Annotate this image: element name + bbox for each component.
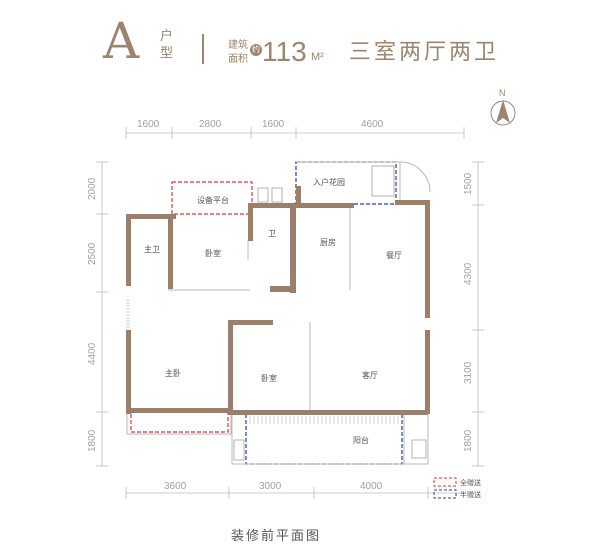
room-living: 客厅 <box>362 370 378 380</box>
room-balcony: 阳台 <box>353 435 369 445</box>
area-unit: M² <box>311 51 324 63</box>
caption: 装修前平面图 <box>231 529 322 544</box>
room-master-bath: 主卫 <box>144 244 160 254</box>
north-compass-icon <box>490 100 516 126</box>
legend-half-swatch <box>433 489 457 499</box>
area-approx-badge: 约 <box>250 44 262 56</box>
dim-right-1: 1500 <box>463 172 474 195</box>
room-kitchen: 厨房 <box>320 237 336 247</box>
dim-left-3: 4400 <box>87 342 98 365</box>
dim-top-1: 1600 <box>137 119 160 130</box>
room-master-bedroom: 主卧 <box>165 368 181 378</box>
room-bedroom-top: 卧室 <box>205 248 221 258</box>
dim-bottom-1: 3600 <box>164 481 187 492</box>
walls <box>126 186 430 415</box>
dim-left-2: 2500 <box>87 242 98 265</box>
layout-label: 三室两厅两卫 <box>349 40 500 65</box>
legend-half-label: 半赠送 <box>460 490 481 499</box>
room-bedroom-mid: 卧室 <box>261 373 277 383</box>
dim-top-4: 4600 <box>361 119 384 130</box>
compass-north-label: N <box>499 88 506 98</box>
dim-bottom-2: 3000 <box>259 481 282 492</box>
dim-top-2: 2800 <box>199 119 222 130</box>
unit-type-char1: 户 <box>160 29 174 44</box>
unit-type-char2: 型 <box>160 46 174 61</box>
header-divider <box>202 34 204 64</box>
legend-full-label: 全赠送 <box>460 478 481 487</box>
room-entry-garden: 入户花园 <box>313 177 345 187</box>
area-value: 113 <box>262 36 307 67</box>
balcony-railing <box>126 299 399 424</box>
dim-bottom-3: 4000 <box>360 481 383 492</box>
dim-left-4: 1800 <box>87 429 98 452</box>
legend <box>433 477 457 499</box>
area-label-line2: 面积 <box>228 54 248 65</box>
dimension-lines <box>96 127 484 499</box>
room-dining: 餐厅 <box>386 251 402 260</box>
unit-type-letter: A <box>103 12 140 70</box>
area-label-line1: 建筑 <box>228 40 248 51</box>
dim-top-3: 1600 <box>262 119 285 130</box>
legend-full-swatch <box>433 477 457 487</box>
fixtures <box>233 165 427 461</box>
room-bath: 卫 <box>268 229 276 238</box>
room-equipment-platform: 设备平台 <box>197 195 229 205</box>
dim-left-1: 2000 <box>87 177 98 200</box>
dim-right-2: 4300 <box>463 262 474 285</box>
dim-right-3: 3100 <box>463 361 474 384</box>
dim-right-4: 1800 <box>463 429 474 452</box>
